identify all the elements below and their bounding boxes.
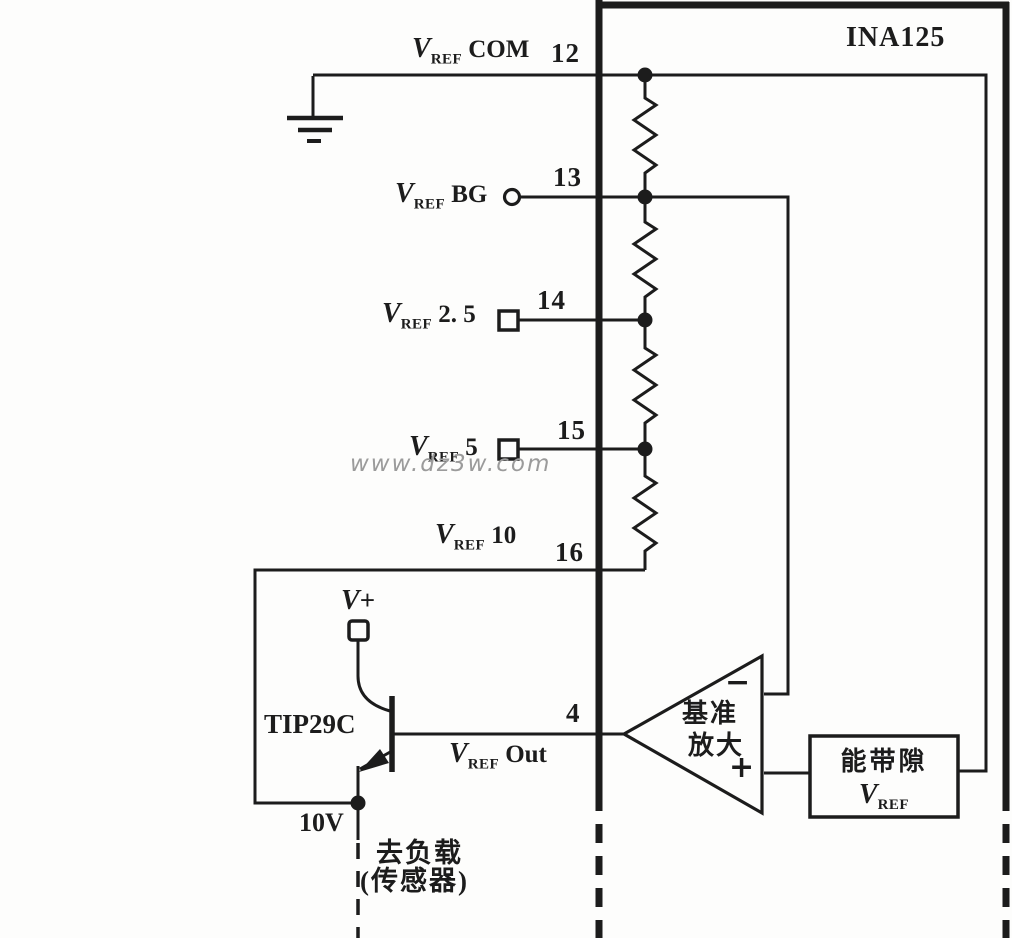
resistor-chain	[631, 75, 659, 570]
terminal-vref-5	[497, 438, 520, 461]
opamp-label-line1: 基准	[682, 699, 739, 728]
vref-subscript: REF	[400, 316, 433, 333]
vref-suffix: 10	[491, 522, 517, 549]
junction-dots	[350, 67, 653, 811]
net-vref-bg-feedback	[520, 195, 790, 696]
terminal-vref-2p5	[497, 309, 520, 332]
net-vref-10-rail	[253, 568, 645, 805]
terminal-vref-bg	[502, 187, 522, 207]
opamp-plus-sign: +	[729, 750, 755, 785]
vref-symbol: V	[858, 778, 878, 810]
ic-boundary	[595, 0, 1010, 938]
vref-subscript: REF	[413, 196, 446, 213]
label-10v: 10V	[299, 808, 344, 837]
label-vref-out: VREF Out	[449, 740, 547, 772]
resistor-3	[631, 320, 659, 448]
vref-subscript: REF	[467, 756, 500, 773]
label-vref-com: VREF COM	[412, 35, 529, 67]
opamp-label-line2: 放大	[688, 731, 745, 760]
transistor-emitter-arrow	[359, 749, 389, 772]
ground-symbol	[287, 76, 343, 143]
label-load-line1: 去负载	[376, 838, 463, 868]
vref-symbol: V	[382, 298, 401, 329]
transistor-tip29c	[359, 696, 395, 772]
pin-number-4: 4	[566, 698, 581, 728]
bandgap-box	[808, 734, 960, 819]
label-vref-2p5: VREF 2. 5	[382, 300, 476, 332]
vref-suffix: Out	[505, 741, 547, 768]
vref-symbol: V	[412, 33, 431, 64]
net-collector-supply	[356, 640, 391, 713]
pin-number-12: 12	[551, 38, 580, 68]
terminals	[347, 187, 522, 642]
chip-title: INA125	[846, 22, 946, 53]
vref-symbol: V	[449, 738, 468, 769]
vref-subscript: REF	[427, 449, 460, 466]
vref-suffix: 2. 5	[438, 301, 476, 328]
bandgap-label-vref: VREF	[859, 779, 909, 814]
resistor-2	[631, 197, 659, 320]
resistor-4	[631, 448, 659, 570]
plus-sign: +	[359, 585, 376, 615]
label-load-line2: (传感器)	[360, 866, 469, 896]
vref-subscript: REF	[877, 796, 910, 813]
pin-number-14: 14	[537, 285, 566, 315]
bandgap-label-line1: 能带隙	[840, 746, 928, 776]
label-v-plus: V+	[341, 587, 375, 615]
vref-subscript: REF	[430, 51, 463, 68]
terminal-v-plus	[347, 619, 370, 642]
pin-number-13: 13	[553, 162, 582, 192]
vref-subscript: REF	[453, 537, 486, 554]
label-vref-5: VREF 5	[409, 433, 478, 465]
label-transistor: TIP29C	[264, 709, 356, 739]
label-vref-bg: VREF BG	[395, 180, 487, 212]
bandgap-label: 能带隙 VREF	[810, 736, 958, 818]
pin-number-16: 16	[555, 537, 584, 567]
pin-number-15: 15	[557, 415, 586, 445]
vref-suffix: 5	[465, 434, 478, 461]
vref-suffix: COM	[468, 36, 530, 63]
vref-suffix: BG	[451, 181, 488, 208]
vref-symbol: V	[395, 178, 414, 209]
opamp-triangle	[620, 653, 764, 816]
label-vref-10: VREF 10	[435, 521, 516, 553]
v-symbol: V	[341, 585, 360, 616]
watermark: www.dz3w.com	[350, 451, 552, 477]
vref-symbol: V	[409, 431, 428, 462]
vref-symbol: V	[435, 519, 454, 550]
opamp-minus-sign: −	[725, 665, 751, 700]
resistor-1	[631, 75, 659, 197]
